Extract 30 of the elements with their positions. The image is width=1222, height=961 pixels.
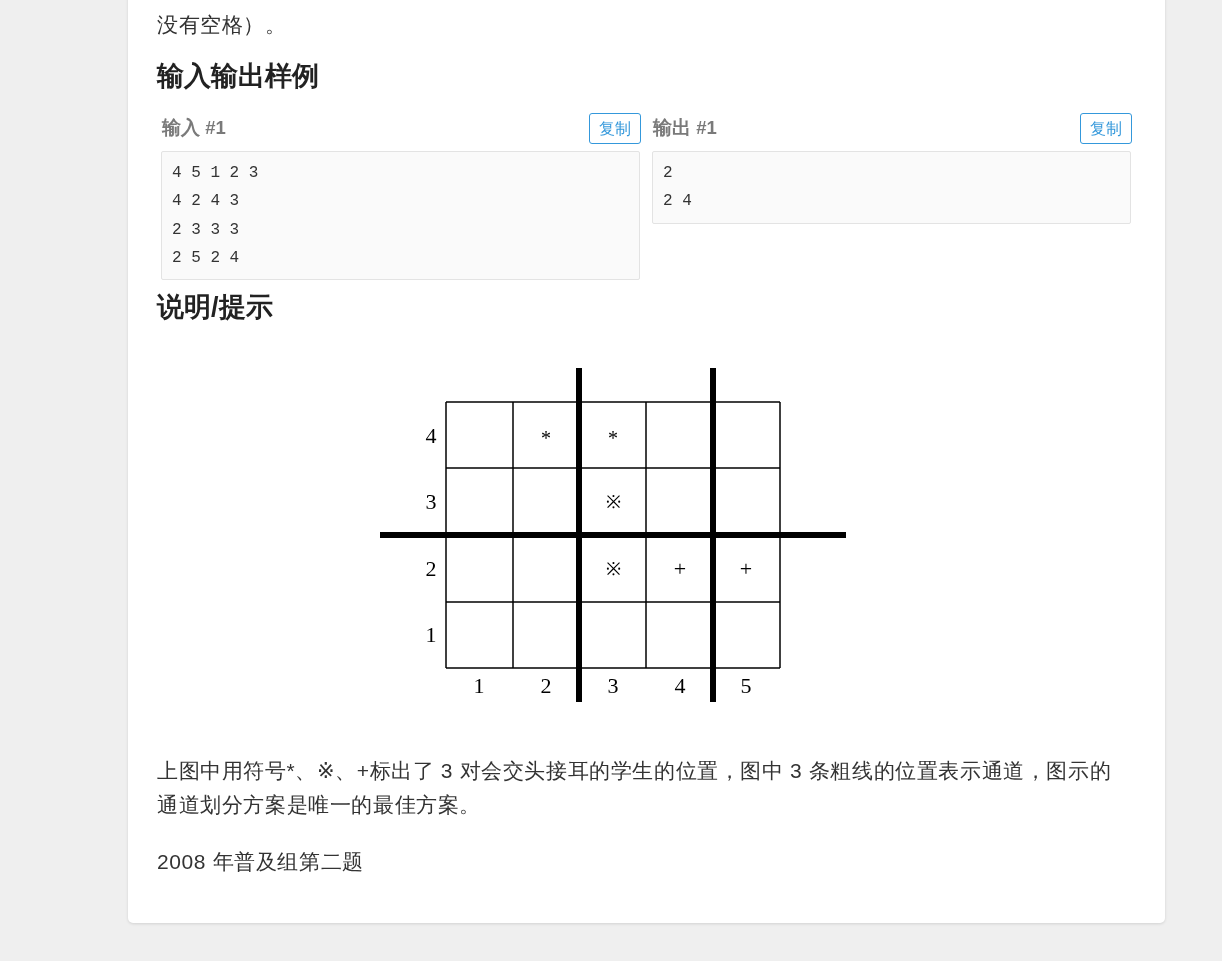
- seat-mark: ※: [605, 560, 621, 578]
- code-line: 2: [663, 163, 673, 184]
- section-heading: 输入输出样例: [157, 60, 319, 93]
- row-number: 2: [425, 558, 437, 580]
- row-number: 3: [425, 491, 437, 513]
- seat-mark: *: [608, 428, 618, 448]
- paragraph-text: 没有空格）。: [157, 12, 287, 38]
- code-line: 4 5 1 2 3: [172, 163, 259, 184]
- seat-mark: +: [673, 558, 687, 580]
- seat-mark: *: [541, 428, 551, 448]
- column-number: 3: [607, 675, 619, 697]
- seat-mark: ※: [605, 493, 621, 511]
- sample-heading: 输出 #1: [653, 116, 717, 140]
- column-number: 5: [740, 675, 752, 697]
- paragraph-text: 2008 年普及组第二题: [157, 849, 364, 875]
- code-line: 2 3 3 3: [172, 220, 240, 241]
- column-number: 1: [473, 675, 485, 697]
- copy-button: 复制: [1080, 113, 1132, 144]
- paragraph-text: 上图中用符号*、※、+标出了 3 对会交头接耳的学生的位置，图中 3 条粗线的位置表示通道，图示的通道划分方案是唯一的最佳方案。: [157, 758, 1113, 818]
- code-line: 4 2 4 3: [172, 191, 240, 212]
- code-line: 2 4: [663, 191, 692, 212]
- column-number: 2: [540, 675, 552, 697]
- section-heading: 说明/提示: [157, 291, 273, 324]
- copy-button: 复制: [589, 113, 641, 144]
- column-number: 4: [674, 675, 686, 697]
- row-number: 4: [425, 425, 437, 447]
- code-line: 2 5 2 4: [172, 248, 240, 269]
- seat-mark: +: [739, 558, 753, 580]
- sample-heading: 输入 #1: [162, 116, 226, 140]
- row-number: 1: [425, 624, 437, 646]
